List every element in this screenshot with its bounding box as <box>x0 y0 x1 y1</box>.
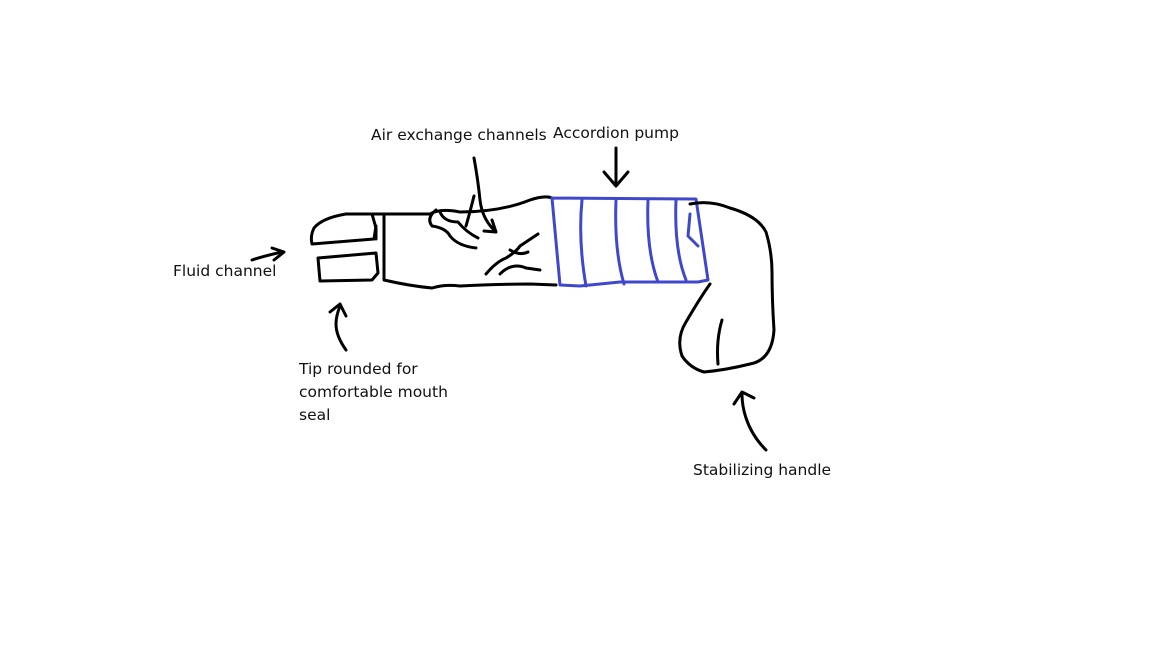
stabilizing-handle-outline <box>678 201 776 374</box>
arrow-air-exchange-alt <box>464 194 476 228</box>
arrow-air-exchange <box>472 156 498 234</box>
accordion-fold-5 <box>686 212 700 248</box>
label-tip-rounded-line2: comfortable mouth <box>299 383 448 401</box>
air-channel-squiggle-4 <box>498 264 542 276</box>
label-stabilizing-handle: Stabilizing handle <box>693 461 832 479</box>
fluid-channel-opening <box>316 251 380 283</box>
arrow-stabilizing-handle <box>732 390 768 452</box>
accordion-fold-2 <box>614 198 626 286</box>
air-channel-squiggle-5 <box>508 248 530 256</box>
device-body-outline <box>370 195 558 290</box>
tip-separator <box>370 212 378 241</box>
handle-finger-groove <box>716 318 724 366</box>
air-channel-squiggle-1 <box>428 208 478 250</box>
air-channel-squiggle-3 <box>484 232 540 276</box>
label-tip-rounded-line3: seal <box>299 406 331 424</box>
label-tip-rounded-line1: Tip rounded for <box>299 360 418 378</box>
label-air-exchange-channels: Air exchange channels <box>371 126 547 144</box>
arrow-accordion-pump <box>602 146 630 188</box>
accordion-fold-4 <box>674 198 688 282</box>
label-fluid-channel: Fluid channel <box>173 262 277 280</box>
label-accordion-pump: Accordion pump <box>553 124 679 142</box>
accordion-fold-3 <box>646 198 660 284</box>
arrow-fluid-channel <box>250 246 286 262</box>
accordion-fold-1 <box>579 198 588 288</box>
arrow-tip-rounded <box>328 302 348 352</box>
air-channel-squiggle-2 <box>438 210 480 240</box>
tip-upper-outline <box>309 212 378 246</box>
